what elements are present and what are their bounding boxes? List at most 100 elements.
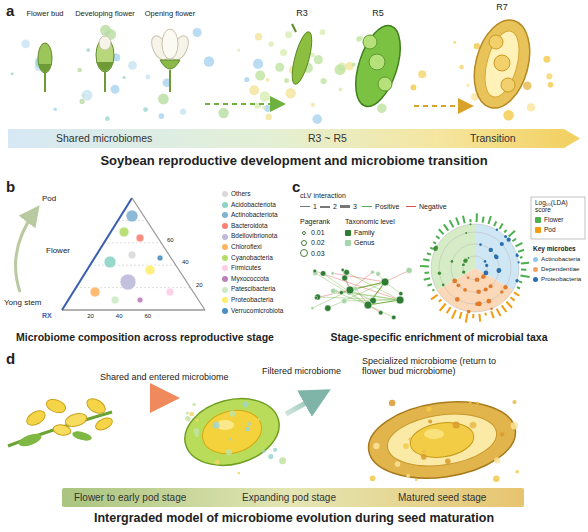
legend-title: Log₁₀(LDA) score (535, 199, 583, 214)
network-node (406, 267, 412, 273)
microbe-dot (257, 418, 260, 421)
microbe-dot (445, 458, 451, 464)
microbe-dot (21, 40, 30, 49)
clade-node (504, 235, 507, 238)
clade-node (463, 288, 467, 292)
clade-node (470, 223, 472, 225)
lda-bar (517, 287, 520, 288)
annotation-text: Filtered microbiome (262, 366, 341, 376)
lda-bar (431, 295, 438, 300)
network-hub (396, 296, 404, 304)
clade-node (503, 285, 507, 289)
legend-text: Proteobacteria (231, 297, 273, 304)
legend-item: Firmicutes (222, 265, 261, 272)
microbe-dot (86, 48, 90, 52)
legend-item: 0.01 (300, 229, 325, 236)
stage-label: Opening flower (139, 10, 201, 19)
tick-label: 20 (196, 282, 203, 289)
panel-letter: c (292, 178, 300, 195)
band-text: R3 ~ R5 (308, 132, 347, 144)
legend-text: Flower (544, 217, 564, 224)
clade-node (487, 299, 492, 304)
microbe-dots (185, 400, 519, 482)
lda-bar (512, 239, 516, 242)
clade-node (485, 264, 488, 267)
lda-bar (439, 299, 442, 301)
microbe-dot (428, 419, 432, 423)
clade-node (462, 264, 465, 267)
clade-node (467, 277, 470, 280)
network-node (314, 296, 317, 299)
cladogram (420, 213, 529, 323)
mature-pod-drawing (364, 393, 521, 487)
tick-label: 20 (83, 313, 99, 320)
legend-text: Positive (375, 203, 400, 210)
legend-text: Cyanobacteria (231, 255, 273, 262)
band-text: Shared microbiomes (56, 132, 152, 144)
network-node (325, 305, 331, 311)
lda-bar (484, 313, 487, 316)
lda-bar (494, 221, 496, 226)
legend-sample (300, 249, 308, 257)
legend-sample (300, 206, 310, 207)
stage-band: Shared microbiomesR3 ~ R5Transition (8, 129, 580, 148)
microbe-dot (470, 422, 477, 429)
network-node (313, 269, 317, 273)
legend-swatch (535, 227, 541, 233)
legend-item: Family (345, 229, 375, 236)
clade-node (434, 246, 438, 250)
clade-node (484, 271, 489, 276)
microbe-dot (411, 85, 417, 91)
legend-text: Acidobacteriota (231, 202, 276, 209)
stage-label: Flower bud (13, 10, 77, 19)
microbe-dot (320, 29, 326, 35)
network-link (323, 273, 368, 305)
network-node (315, 294, 321, 300)
microbe-dot (352, 63, 356, 67)
panel-caption: Soybean reproductive development and mic… (4, 154, 584, 169)
lda-bar (450, 220, 454, 227)
microbe-dot (356, 36, 361, 41)
microbe-dot (453, 41, 456, 44)
microbe-dot (82, 90, 93, 101)
microbe-dot (339, 88, 343, 92)
legend-title: Key microbes (533, 245, 576, 252)
clade-node (438, 272, 441, 275)
microbe-dot (229, 410, 235, 416)
legend-item: Dependentiae (533, 266, 580, 272)
network-node (339, 291, 343, 295)
microbe-dot (543, 56, 550, 63)
legend-text: Patescibacteria (231, 286, 275, 293)
ternary-axis (132, 198, 205, 310)
microbe-dot (335, 64, 346, 75)
lda-bar (420, 265, 429, 267)
lda-bar (483, 217, 484, 223)
microbe-dot (523, 81, 532, 90)
legend-text: 2 (333, 203, 337, 210)
network-node (320, 271, 325, 276)
legend-text: Bacteroidota (231, 223, 268, 230)
legend-text: Bdellovibrionota (231, 233, 277, 240)
legend-item: Cyanobacteria (222, 255, 273, 262)
clade-node (494, 255, 498, 259)
tick-label: 40 (182, 259, 189, 266)
microbe-dot (260, 91, 270, 101)
microbe-dot (476, 402, 479, 405)
microbe-dot (243, 401, 249, 407)
lda-bar (463, 216, 465, 223)
network-hub (381, 278, 389, 286)
panel-caption: Intergraded model of microbiome evolutio… (4, 511, 584, 525)
legend-title: cLV interaction (300, 192, 346, 200)
microbe-dot (255, 33, 262, 40)
microbe-dot (186, 412, 189, 415)
microbe-dot (377, 104, 387, 114)
lda-bar (452, 310, 456, 319)
legend-swatch (222, 234, 228, 240)
microbe-dot (143, 107, 148, 112)
clade-node (455, 297, 460, 302)
microbe-dot (53, 108, 57, 112)
panel-letter: a (6, 2, 14, 19)
microbe-dot (312, 114, 322, 124)
microbe-dot (146, 75, 151, 80)
